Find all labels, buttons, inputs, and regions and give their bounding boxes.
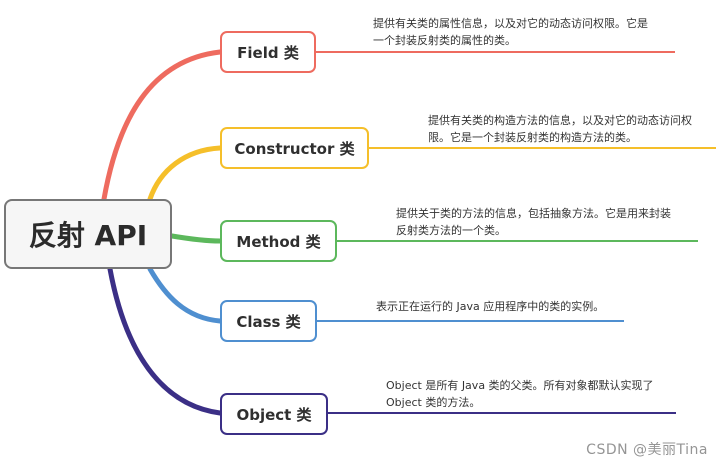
branch-desc-object: Object 是所有 Java 类的父类。所有对象都默认实现了 Object 类… [386, 377, 654, 411]
desc-line: 限。它是一个封装反射类的构造方法的类。 [428, 131, 637, 144]
branch-node-object: Object 类 [220, 393, 328, 435]
branch-label-field: Field 类 [237, 43, 299, 62]
branch-desc-field: 提供有关类的属性信息，以及对它的动态访问权限。它是 一个封装反射类的属性的类。 [373, 15, 648, 49]
link-class [147, 266, 223, 324]
branch-desc-method: 提供关于类的方法的信息，包括抽象方法。它是用来封装 反射类方法的一个类。 [396, 205, 671, 239]
watermark: CSDN @美丽Tina [586, 442, 708, 458]
branch-desc-class: 表示正在运行的 Java 应用程序中的类的实例。 [376, 298, 604, 315]
link-object [107, 266, 223, 416]
root-node: 反射 API [4, 199, 172, 269]
desc-line: 一个封装反射类的属性的类。 [373, 34, 516, 47]
branch-node-constructor: Constructor 类 [220, 127, 369, 169]
branch-node-field: Field 类 [220, 31, 316, 73]
branch-desc-constructor: 提供有关类的构造方法的信息，以及对它的动态访问权 限。它是一个封装反射类的构造方… [428, 112, 692, 146]
desc-line: Object 是所有 Java 类的父类。所有对象都默认实现了 [386, 379, 654, 392]
desc-line: Object 类的方法。 [386, 396, 481, 409]
branch-label-object: Object 类 [236, 405, 312, 424]
link-field [101, 49, 223, 202]
link-method [169, 233, 223, 244]
desc-line: 提供有关类的属性信息，以及对它的动态访问权限。它是 [373, 17, 648, 30]
link-constructor [147, 145, 223, 202]
branch-node-method: Method 类 [220, 220, 337, 262]
desc-line: 反射类方法的一个类。 [396, 224, 506, 237]
branch-label-class: Class 类 [236, 312, 301, 331]
root-label: 反射 API [28, 219, 148, 252]
branch-label-method: Method 类 [236, 232, 321, 251]
desc-line: 提供有关类的构造方法的信息，以及对它的动态访问权 [428, 114, 692, 127]
branch-node-class: Class 类 [220, 300, 317, 342]
desc-line: 提供关于类的方法的信息，包括抽象方法。它是用来封装 [396, 207, 671, 220]
branch-label-constructor: Constructor 类 [234, 139, 355, 158]
desc-line: 表示正在运行的 Java 应用程序中的类的实例。 [376, 300, 605, 313]
